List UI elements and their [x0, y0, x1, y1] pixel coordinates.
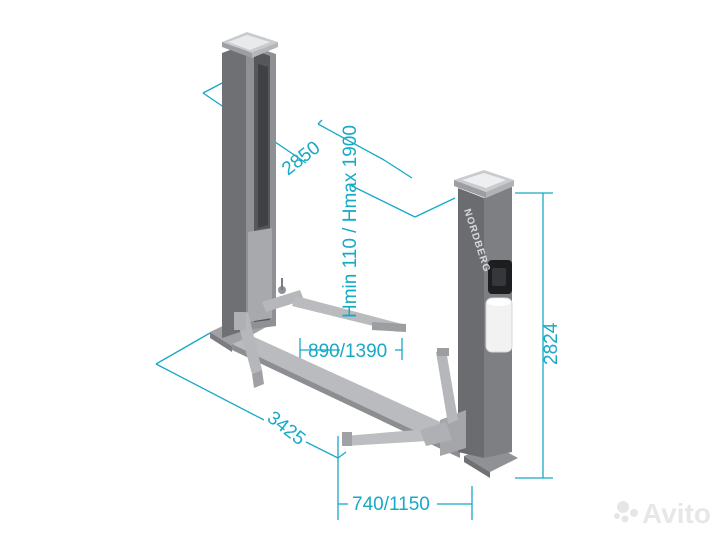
dimension-column-spacing: 2850	[278, 137, 324, 180]
dimension-lift-height: Hmin 110 / Hmax 1900	[340, 125, 361, 318]
left-column	[210, 32, 278, 352]
left-arms	[234, 278, 406, 388]
dimension-total-width: 3425	[263, 407, 309, 450]
floor-beam	[232, 336, 480, 458]
dimension-lines	[155, 79, 553, 520]
avito-logo-icon	[614, 501, 638, 523]
right-column	[440, 170, 518, 478]
right-arms	[342, 348, 458, 446]
dimension-arm-length: 740/1150	[352, 494, 430, 515]
dimension-column-height: 2824	[541, 322, 562, 365]
avito-watermark: Avito	[614, 498, 711, 529]
avito-watermark-text: Avito	[642, 498, 711, 529]
dimension-arm-reach: 890/1390	[308, 341, 387, 362]
